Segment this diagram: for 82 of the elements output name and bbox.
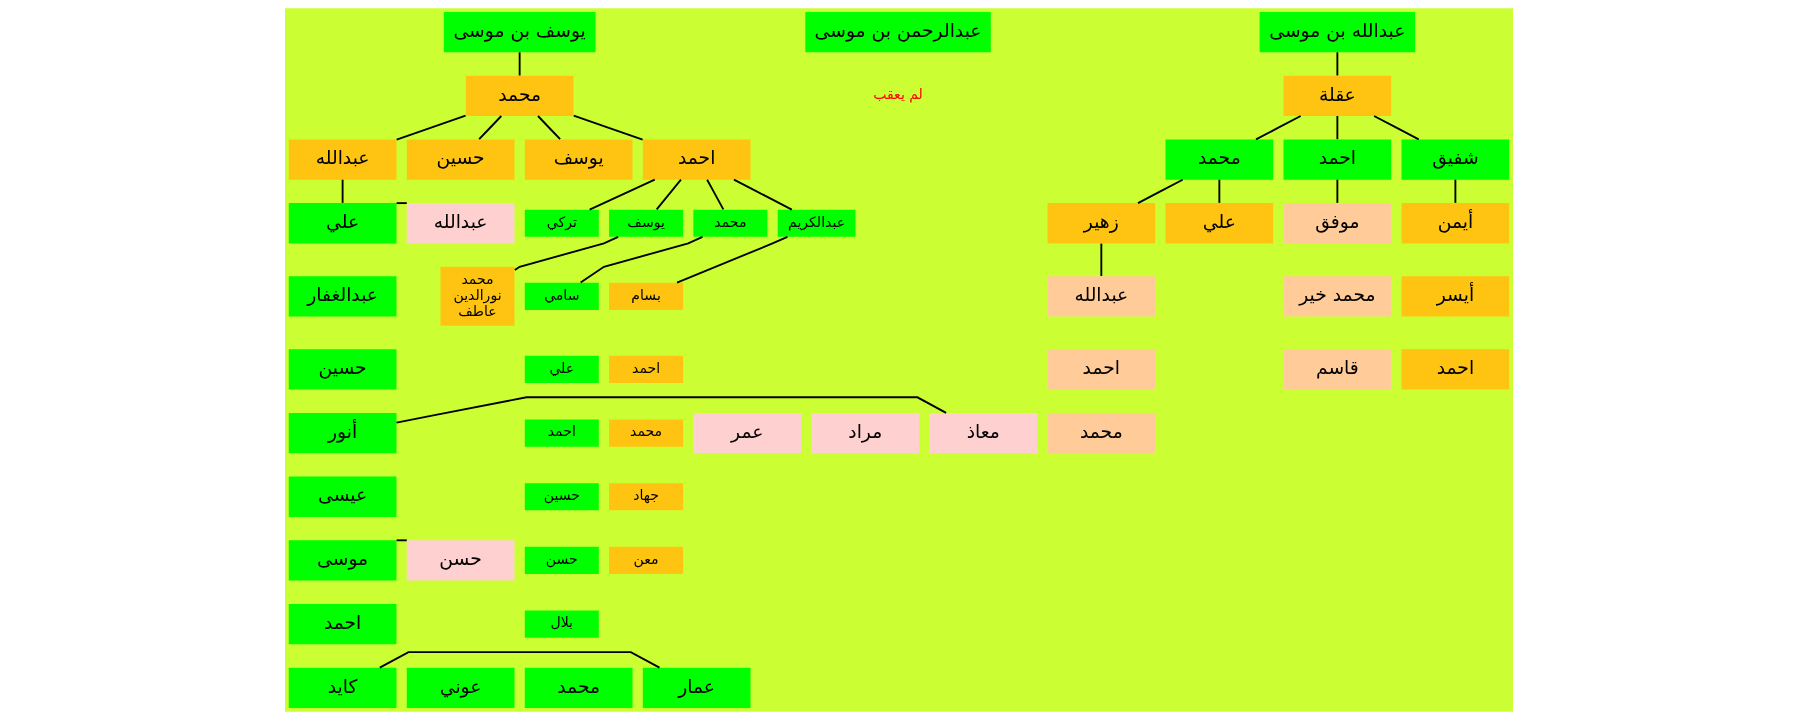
connector (378, 651, 660, 669)
connector (1099, 242, 1102, 277)
node-box: كايد (288, 667, 396, 708)
node-box: زهير (1046, 203, 1155, 244)
node-box: عيسى (288, 476, 396, 517)
node-box: محمد (465, 75, 573, 116)
node-box: عبدالله (1046, 276, 1155, 317)
connector (579, 235, 703, 284)
connector (536, 115, 561, 141)
node-box: عوني (406, 667, 514, 708)
node-box: علي (524, 355, 599, 383)
connector (513, 235, 619, 271)
node-box: أيسر (1401, 276, 1509, 317)
node-box: احمد (1401, 349, 1509, 390)
node-box: موفق (1283, 203, 1391, 244)
node-box: علي (288, 203, 396, 244)
connector (1335, 178, 1338, 204)
connector (1136, 178, 1184, 205)
node-box: جهاد (608, 483, 683, 511)
node-box: محمد (692, 209, 767, 237)
connector (341, 178, 344, 204)
node-box: علي (1165, 203, 1273, 244)
node-box: عبدالله (406, 203, 514, 244)
connector (1335, 51, 1338, 77)
connector (1372, 115, 1420, 141)
node-label: لم يعقب (872, 86, 923, 103)
node-box: تركي (524, 209, 599, 237)
connector (705, 178, 724, 211)
connector (588, 178, 656, 211)
node-box: احمد (524, 419, 599, 447)
node-box: حسين (288, 349, 396, 390)
node-box: عمار (642, 667, 751, 708)
node-box: حسن (524, 546, 599, 575)
connector (395, 202, 408, 205)
node-box: معن (608, 546, 683, 575)
connector (1453, 178, 1456, 204)
node-box: محمد خير (1283, 276, 1391, 317)
node-box: بسام (608, 282, 683, 310)
node-box: عبدالله (288, 139, 396, 180)
node-box: شفيق (1401, 139, 1509, 180)
node-box: يوسف (524, 139, 632, 180)
node-box: حسن (406, 540, 514, 581)
node-box: قاسم (1283, 349, 1391, 390)
connector (395, 396, 947, 424)
connector (732, 178, 793, 211)
node-box: عقلة (1283, 75, 1391, 116)
node-box: محمد (608, 419, 683, 447)
node-box: عبدالكريم (777, 209, 855, 237)
connector (395, 114, 466, 141)
node-box: محمد (524, 667, 632, 708)
node-box: عبدالرحمن بن موسى (804, 12, 991, 53)
node-box: احمد (1283, 139, 1391, 180)
node-box: احمد (1046, 349, 1155, 390)
connector (518, 51, 521, 77)
node-box: احمد (288, 604, 396, 645)
connector (675, 235, 788, 284)
node-box: عبدالله بن موسى (1259, 12, 1415, 53)
node-box: موسى (288, 540, 396, 581)
connector (395, 539, 408, 542)
node-box: حسين (406, 139, 514, 180)
node-box: بلال (524, 610, 599, 638)
connector (1217, 178, 1220, 204)
node-box: محمد (1046, 412, 1155, 454)
connector (477, 115, 502, 141)
node-box: مراد (810, 412, 919, 454)
node-box: يوسف (608, 209, 683, 237)
connector (1335, 115, 1338, 141)
node-box: حسين (524, 483, 599, 511)
node-box: عبدالغفار (288, 276, 396, 317)
connector (655, 178, 682, 211)
node-box: أيمن (1401, 203, 1509, 244)
node-box: عمر (692, 412, 801, 454)
node-box: يوسف بن موسى (443, 12, 595, 53)
connector (572, 114, 644, 141)
node-box: احمد (608, 355, 683, 383)
node-box: سامي (524, 282, 599, 310)
node-box: معاذ (928, 412, 1037, 454)
node-box: أنور (288, 412, 396, 454)
node-box: احمد (642, 139, 751, 180)
node-box: محمد (1165, 139, 1273, 180)
connector (1254, 115, 1302, 141)
node-box: محمد نورالدين عاطف (440, 266, 514, 326)
